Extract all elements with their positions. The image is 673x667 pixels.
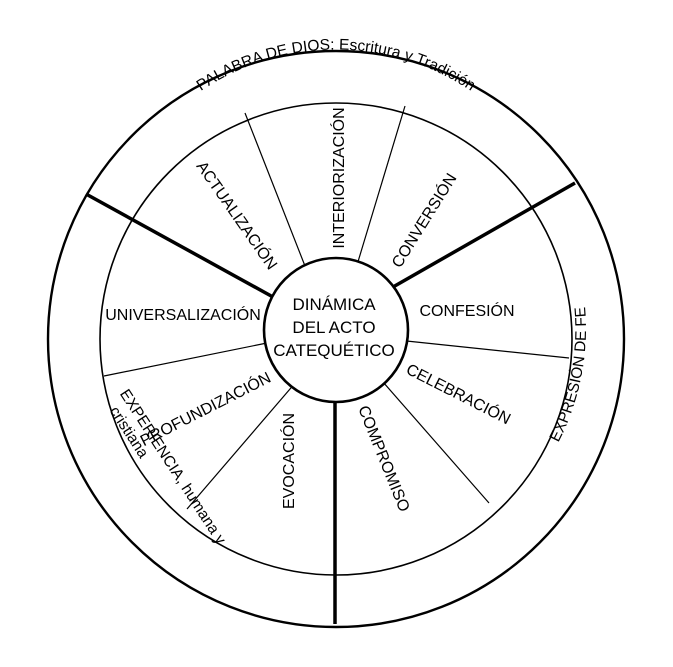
spoke [375,373,490,504]
center-label-line-3: CATEQUÉTICO [273,341,395,360]
sector-dividers [85,181,576,624]
divider-experiencia-palabra [85,192,274,299]
segment-label-celebracion: CELEBRACIÓN [403,359,514,428]
spoke [244,112,306,267]
segment-label-compromiso: COMPROMISO [354,403,412,514]
spoke [103,342,268,377]
segment-label-actualizacion: ACTUALIZACIÓN [193,157,282,273]
spoke [396,339,570,359]
segment-spokes [103,105,570,510]
outer-ring-label-palabra: PALABRA DE DIOS: Escritura y Tradición [194,36,479,94]
center-label-line-1: DINÁMICA [292,295,376,314]
segment-label-interiorizacion: INTERIORIZACIÓN [329,107,348,248]
outer-ring-label-expresion: EXPRESIÓN DE FE [547,306,590,444]
spoke [356,105,406,266]
divider-palabra-expresion [392,181,576,289]
spoke [186,381,297,510]
segment-label-evocacion: EVOCACIÓN [279,413,298,509]
outer-rim [46,49,626,629]
center-hub [262,256,410,404]
segment-label-confesion: CONFESIÓN [419,301,514,320]
center-label-line-2: DEL ACTO [292,318,375,337]
segment-label-universalizacion: UNIVERSALIZACIÓN [105,305,261,324]
